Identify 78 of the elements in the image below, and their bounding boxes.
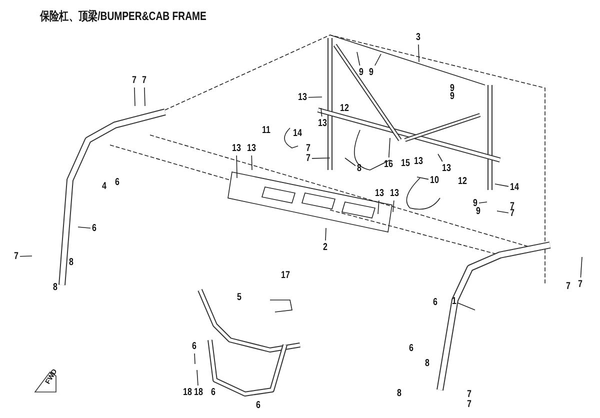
callout-number: 6 [115, 177, 120, 188]
callout-number: 13 [318, 118, 327, 129]
leader-line [388, 138, 390, 158]
callout-number: 12 [458, 176, 467, 187]
callout-number: 9 [369, 67, 374, 78]
callout-number: 4 [102, 181, 106, 192]
leader-line [478, 202, 488, 204]
leader-line [325, 228, 326, 241]
callout-number: 7 [306, 143, 310, 154]
callout-number: 15 [401, 158, 410, 169]
leader-line [494, 184, 509, 187]
callout-number: 13 [298, 92, 307, 103]
callout-number: 17 [281, 270, 290, 281]
callout-number: 7 [467, 399, 472, 410]
callout-number: 6 [192, 341, 196, 352]
diagram-title: 保险杠、顶梁/BUMPER&CAB FRAME [40, 9, 206, 23]
leader-line [196, 370, 198, 386]
callout-number: 6 [433, 297, 438, 308]
callout-number: 8 [69, 257, 74, 268]
callout-number: 7 [132, 75, 136, 86]
leader-line [496, 210, 509, 214]
leader-line [356, 52, 360, 66]
leader-line [416, 176, 429, 180]
callout-number: 1 [452, 296, 456, 307]
callout-number: 18 [183, 387, 192, 398]
callout-number: 13 [442, 163, 451, 174]
callout-number: 8 [53, 282, 58, 293]
callout-number: 7 [306, 153, 310, 164]
leader-line [458, 302, 476, 310]
leader-line [374, 54, 382, 66]
leader-line [580, 256, 582, 278]
callout-number: 3 [416, 32, 420, 43]
leader-line [344, 158, 356, 166]
callout-number: 13 [232, 143, 241, 154]
callout-number: 6 [211, 387, 216, 398]
callout-number: 7 [467, 389, 472, 400]
callout-number: 9 [476, 206, 480, 217]
callout-number: 5 [237, 292, 242, 303]
callout-number: 18 [194, 387, 203, 398]
callout-number: 10 [430, 175, 439, 186]
callout-number: 7 [14, 251, 18, 262]
callout-number: 13 [247, 143, 256, 154]
leader-line [236, 155, 238, 178]
leader-line [418, 44, 420, 62]
callout-number: 11 [262, 125, 270, 136]
callout-number: 6 [92, 223, 96, 234]
leader-line [144, 87, 146, 106]
callout-number: 9 [473, 198, 478, 209]
callout-number: 16 [384, 159, 393, 170]
callout-number: 2 [323, 242, 328, 253]
callout-number: 9 [359, 67, 364, 78]
leader-line [194, 353, 196, 364]
callout-number: 7 [566, 281, 570, 292]
callout-number: 7 [578, 279, 582, 290]
callout-number: 13 [390, 188, 399, 199]
callout-number: 6 [256, 400, 260, 411]
leader-line [78, 226, 91, 229]
leader-line [20, 256, 32, 257]
leader-line [308, 96, 322, 98]
callout-number: 14 [293, 128, 302, 139]
callout-number: 7 [510, 208, 514, 219]
leader-line [134, 87, 136, 106]
callout-number: 8 [425, 358, 430, 369]
leader-line [438, 154, 443, 162]
callout-number: 7 [142, 75, 146, 86]
leader-line [251, 155, 252, 170]
leader-line [312, 158, 330, 159]
leader-line [392, 200, 394, 212]
callout-number: 12 [340, 103, 349, 114]
callout-number: 14 [510, 182, 519, 193]
callout-number: 13 [375, 188, 384, 199]
callout-number: 6 [409, 343, 414, 354]
callout-number: 13 [414, 156, 423, 167]
leader-line [378, 200, 380, 214]
leader-line [320, 108, 322, 117]
callout-number: 8 [397, 388, 402, 399]
callout-number: 9 [450, 91, 454, 102]
callout-number: 8 [357, 163, 362, 174]
